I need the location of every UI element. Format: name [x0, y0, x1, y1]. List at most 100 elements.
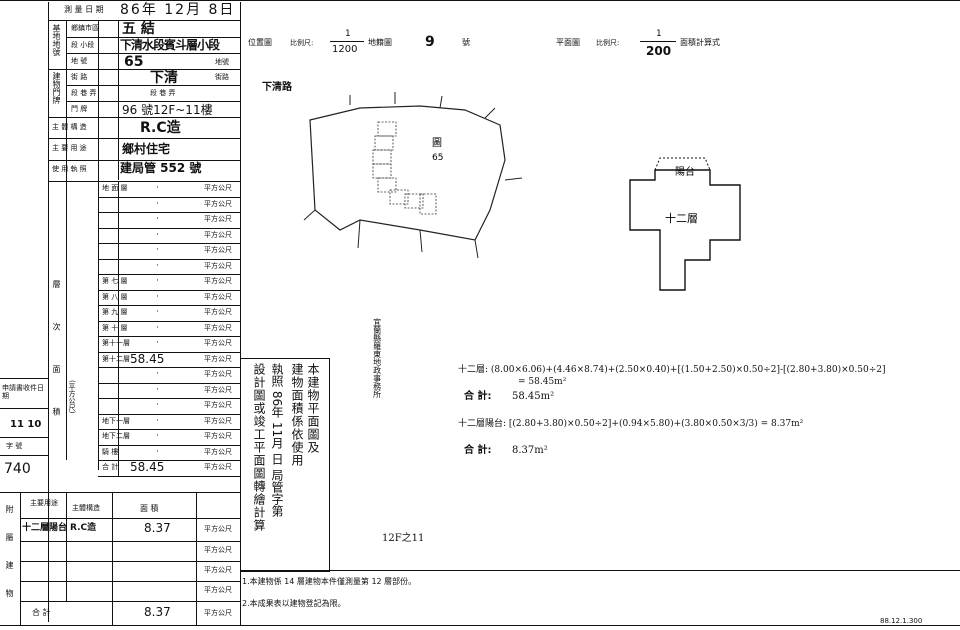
formula-2-total-label: 合 計: — [464, 445, 492, 456]
street-label: 街 路 — [71, 73, 88, 81]
structure-label: 主 體 構 造 — [52, 123, 87, 131]
application-number-label: 字 號 — [6, 442, 23, 450]
lane-value: 段 巷 弄 — [150, 89, 176, 97]
floor-row-line — [98, 445, 240, 446]
plan-scale-den: 200 — [646, 44, 672, 58]
formula-1: 十二層: (8.00×6.06)+(4.46×8.74)+(2.50×0.40)… — [458, 365, 886, 375]
floor-row-line — [98, 352, 240, 353]
floor-row-unit: 平方公尺 — [204, 293, 232, 301]
floor-row-name: 第 十 層 — [102, 324, 128, 332]
area-group-label: 層 次 面 積 — [52, 280, 61, 432]
floor-row-value: · — [156, 416, 159, 426]
floor-row-value: · — [156, 261, 159, 271]
floor-row-name: 地下一層 — [102, 417, 130, 425]
grid-row — [48, 181, 240, 182]
floor-row-unit: 平方公尺 — [204, 355, 232, 363]
number-value: 96 號12F~11樓 — [122, 103, 213, 117]
grid-row — [66, 37, 240, 38]
floor-row-line — [98, 305, 240, 306]
section-value: 下清水段賓斗層小段 — [120, 38, 220, 52]
grid-col-d — [118, 20, 119, 180]
grid-row — [0, 492, 240, 493]
application-date-value: 11 10 — [10, 419, 42, 430]
cert-col4: 設計圖或竣工平面圖轉繪計算 — [252, 363, 266, 532]
formula-1b: = 58.45m² — [518, 377, 567, 387]
grid-row — [48, 160, 240, 161]
floor-row-value: · — [156, 230, 159, 240]
position-scale-den: 1200 — [332, 44, 358, 55]
floor-row-value: 58.45 — [130, 460, 165, 474]
scale-fraction-line — [330, 41, 364, 42]
cert-col2: 建物面積係依使用 — [290, 363, 304, 467]
floor-row-value: · — [156, 338, 159, 348]
floor-row-name: 第十二層 — [102, 355, 130, 363]
floor-row-name: 第 七 層 — [102, 277, 128, 285]
floor-row-unit: 平方公尺 — [204, 324, 232, 332]
area-unit-label: (平方公尺) — [68, 380, 76, 414]
floor-row-line — [98, 243, 240, 244]
floor-row-name: 第 八 層 — [102, 293, 128, 301]
floors-col-line — [118, 181, 119, 476]
footer-page-num: 88.12.1.300 — [880, 617, 923, 625]
grid-row — [20, 561, 240, 562]
floor-row-unit: 平方公尺 — [204, 448, 232, 456]
annex-row-unit: 平方公尺 — [204, 525, 232, 533]
floor-row-unit: 平方公尺 — [204, 432, 232, 440]
grid-col-c — [98, 20, 99, 470]
floor-row-line — [98, 274, 240, 275]
floor-row-name: 地下二層 — [102, 432, 130, 440]
grid-row — [20, 601, 240, 602]
grid-row — [66, 85, 240, 86]
plan-scale-num: 1 — [656, 29, 662, 39]
annex-unit: 平方公尺 — [204, 566, 232, 574]
lot-label: 地 號 — [71, 57, 88, 65]
floor-row-line — [98, 476, 240, 477]
cadastral-suffix: 號 — [462, 38, 470, 47]
floor-row-value: · — [156, 400, 159, 410]
floor-row-unit: 平方公尺 — [204, 401, 232, 409]
floor-row-value: · — [156, 307, 159, 317]
frame-bottom — [0, 625, 960, 626]
grid-col — [196, 492, 197, 625]
floor-row-line — [98, 290, 240, 291]
floor-row-unit: 平方公尺 — [204, 386, 232, 394]
annex-structure-header: 主體構造 — [72, 504, 100, 512]
floor-row-value: · — [156, 385, 159, 395]
stamp-sign: 12F之11 — [382, 533, 425, 544]
floor-row-name: 地 面 層 — [102, 184, 128, 192]
floor-row-unit: 平方公尺 — [204, 277, 232, 285]
plan-scale-label: 比例尺: — [596, 39, 620, 47]
floor-row-value: · — [156, 431, 159, 441]
annex-total-value: 8.37 — [144, 605, 171, 619]
door-group-label: 建物門牌 — [52, 72, 61, 104]
floor-row-line — [98, 228, 240, 229]
formula-2-total: 8.37m² — [512, 445, 548, 456]
grid-row — [0, 455, 48, 456]
street-value: 下清 — [150, 70, 178, 86]
annex-group-label: 附屬建物 — [5, 505, 14, 617]
plan-floor-label: 十二層 — [665, 211, 698, 225]
floor-row-value: · — [156, 447, 159, 457]
floor-row-value: · — [156, 323, 159, 333]
license-value: 建局管 552 號 — [120, 161, 202, 175]
floor-row-line — [98, 429, 240, 430]
section-label: 段 小段 — [71, 41, 95, 49]
number-label: 門 牌 — [71, 105, 88, 113]
grid-row — [0, 437, 48, 438]
license-label: 使 用 執 照 — [52, 165, 87, 173]
cert-col3: 執照 86年 11月 日 局管字第 — [270, 363, 284, 517]
survey-date-label: 測 量 日 期 — [64, 5, 104, 14]
annex-total-unit: 平方公尺 — [204, 609, 232, 617]
floor-row-value: · — [156, 183, 159, 193]
area-formula-label: 面積計算式 — [680, 38, 720, 47]
grid-row — [20, 518, 240, 519]
cadastral-no: 9 — [425, 34, 435, 50]
cert-col1: 本建物平面圖及 — [306, 363, 320, 454]
floor-row-unit: 平方公尺 — [204, 339, 232, 347]
road-label: 下清路 — [262, 82, 292, 93]
floor-row-unit: 平方公尺 — [204, 231, 232, 239]
grid-col-a — [48, 2, 49, 622]
site-plan-drawing: 圖 65 — [303, 92, 523, 259]
formula-2: 十二層陽台: [(2.80+3.80)×0.50÷2]+(0.94×5.80)+… — [458, 419, 804, 429]
scale-label: 比例尺: — [290, 39, 314, 47]
